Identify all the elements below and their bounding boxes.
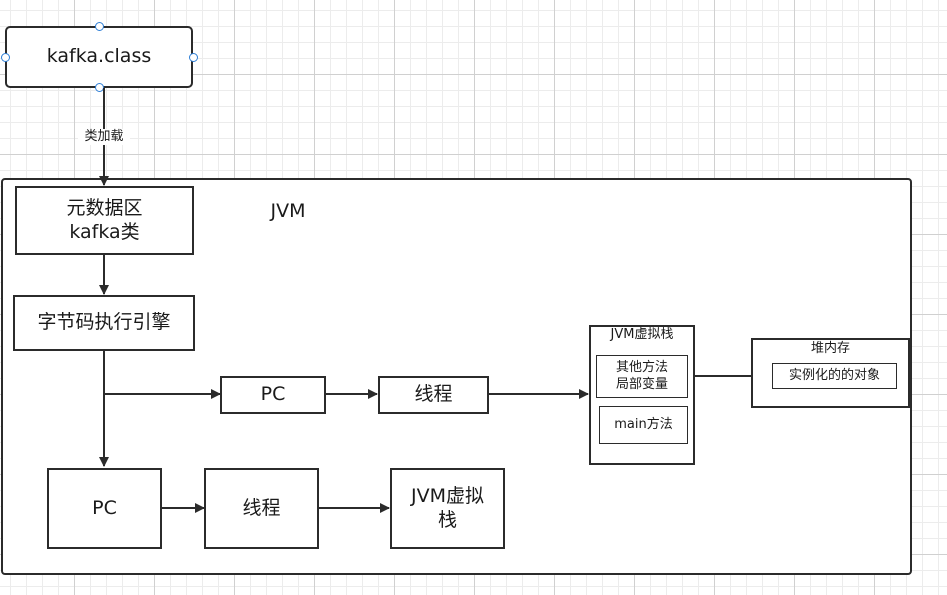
selection-handle-bottom[interactable] (95, 83, 104, 92)
selection-handle-right[interactable] (189, 53, 198, 62)
bytecode-engine-node[interactable]: 字节码执行引擎 (13, 295, 195, 351)
kafka-class-node[interactable]: kafka.class (5, 26, 193, 88)
thread-node-bottom[interactable]: 线程 (204, 468, 319, 549)
metaspace-node[interactable]: 元数据区 kafka类 (15, 186, 194, 255)
jvm-stack-node-bottom[interactable]: JVM虚拟 栈 (390, 468, 505, 549)
stack-frame-main-method[interactable]: main方法 (599, 406, 688, 444)
stack-frame-other-method[interactable]: 其他方法 局部变量 (596, 355, 688, 398)
jvm-stack-title: JVM虚拟栈 (610, 327, 674, 342)
heap-object[interactable]: 实例化的的对象 (772, 363, 897, 389)
selection-handle-top[interactable] (95, 22, 104, 31)
selection-handle-left[interactable] (1, 53, 10, 62)
jvm-title: JVM (270, 200, 306, 222)
pc-node-top[interactable]: PC (220, 376, 326, 414)
class-loading-edge-label: 类加载 (78, 129, 130, 145)
thread-node-top[interactable]: 线程 (378, 376, 489, 414)
heap-title: 堆内存 (810, 341, 850, 356)
pc-node-bottom[interactable]: PC (47, 468, 162, 549)
